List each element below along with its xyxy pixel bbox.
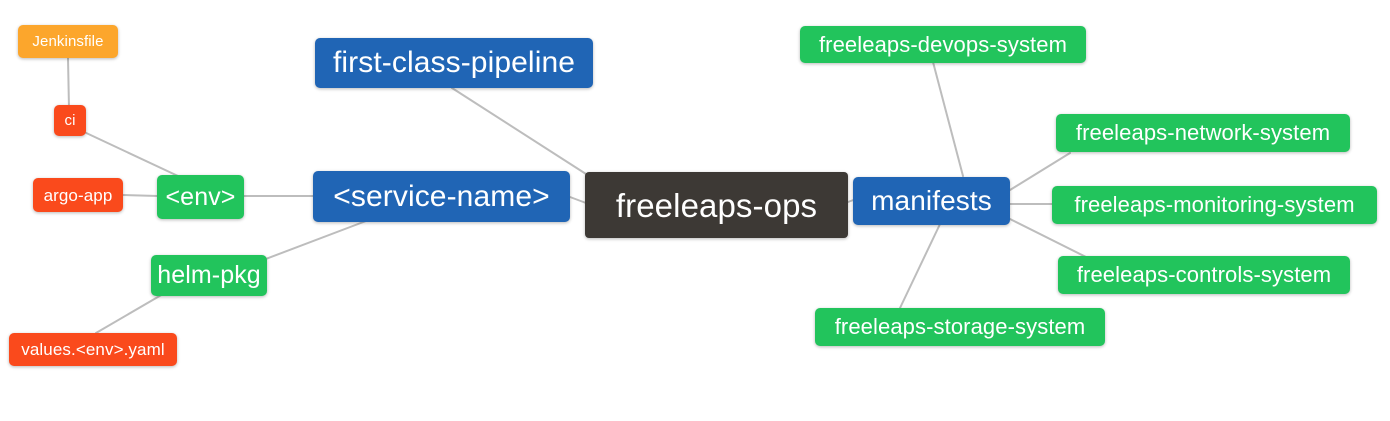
node-manifests[interactable]: manifests [853,177,1010,225]
edge-env-argo-app [121,194,159,197]
node-freeleaps-ops[interactable]: freeleaps-ops [585,172,848,238]
node-freeleaps-devops-system[interactable]: freeleaps-devops-system [800,26,1086,63]
node-ci[interactable]: ci [54,105,86,136]
node-freeleaps-controls-system[interactable]: freeleaps-controls-system [1058,256,1350,294]
node-env[interactable]: <env> [157,175,244,219]
node-freeleaps-storage-system[interactable]: freeleaps-storage-system [815,308,1105,346]
edge-helm-pkg-values-yaml [95,293,164,334]
edge-env-ci [81,130,179,177]
node-helm-pkg[interactable]: helm-pkg [151,255,267,296]
node-jenkinsfile[interactable]: Jenkinsfile [18,25,118,58]
node-argo-app[interactable]: argo-app [33,178,123,212]
node-values-env-yaml[interactable]: values.<env>.yaml [9,333,177,366]
node-freeleaps-network-system[interactable]: freeleaps-network-system [1056,114,1350,152]
edge-root-service-name [569,196,587,204]
edge-manifests-network-system [1009,152,1071,191]
node-service-name[interactable]: <service-name> [313,171,570,222]
edge-ci-jenkinsfile [67,57,70,110]
node-first-class-pipeline[interactable]: first-class-pipeline [315,38,593,88]
edge-service-name-first-class-pipeline [451,87,587,175]
node-freeleaps-monitoring-system[interactable]: freeleaps-monitoring-system [1052,186,1377,224]
edge-manifests-storage-system [899,221,942,309]
edge-manifests-devops-system [932,61,964,177]
